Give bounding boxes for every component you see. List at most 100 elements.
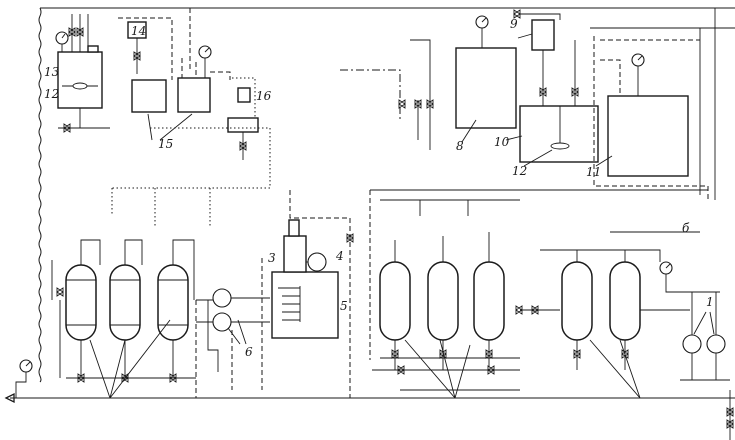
pump-return	[207, 300, 219, 372]
tank-10-overflow	[593, 36, 709, 200]
tank-8-feed	[410, 39, 431, 150]
outer-heating-pipe	[38, 7, 42, 383]
label-1: 1	[706, 295, 714, 309]
tank-5-vent	[289, 190, 351, 398]
dotted-return-line	[112, 127, 271, 189]
pump-1-piping	[680, 292, 730, 381]
left-column-bypass	[51, 260, 61, 378]
label-12-left: 12	[44, 87, 59, 101]
valve-icon	[76, 27, 84, 37]
label-4: 4	[335, 249, 344, 263]
filter-box-16	[237, 87, 251, 103]
pump-pipes	[196, 297, 270, 323]
valve-icon	[539, 87, 579, 97]
leader-1	[693, 311, 715, 335]
tank-15-inlets	[181, 58, 197, 78]
valve-icon	[397, 365, 495, 375]
mixing-tank-10	[519, 105, 599, 163]
storage-tank-11	[607, 95, 689, 177]
filter-housing	[227, 117, 259, 133]
label-15: 15	[158, 137, 173, 151]
small-tank-15b	[177, 77, 211, 113]
label-3: 3	[268, 251, 276, 265]
label-5: 5	[340, 299, 348, 313]
compressor-3	[283, 235, 307, 273]
leader-10	[505, 135, 523, 141]
box-14-line	[118, 17, 173, 80]
pipe-marker: б	[682, 221, 690, 235]
tank-8	[455, 47, 517, 129]
filter-column-bank-right	[379, 261, 641, 341]
right-top-manifold	[540, 249, 661, 262]
box-9-inlet	[520, 13, 561, 20]
valve-icon	[133, 51, 141, 61]
filter-column	[473, 261, 505, 341]
filter-column	[609, 261, 641, 341]
valve-icon	[56, 287, 64, 297]
dashdot-feed-8	[340, 69, 401, 120]
pump-dash-lines	[231, 258, 263, 390]
valve-icon	[515, 305, 539, 315]
leader-8	[461, 119, 477, 143]
tank-11-inlet	[600, 39, 700, 96]
leader-11	[595, 155, 613, 167]
leader-12	[523, 149, 553, 167]
column-top-pipes	[80, 239, 195, 300]
pump-icon	[706, 334, 726, 354]
label-9: 9	[510, 17, 518, 31]
filter-column	[427, 261, 459, 341]
right-column-bottoms	[394, 340, 626, 370]
valve-icon	[398, 99, 434, 109]
tank-5-scale	[278, 287, 300, 321]
label-10: 10	[494, 135, 510, 149]
leader-columns-right	[404, 339, 641, 399]
dosing-box-9	[531, 19, 555, 51]
filter-column	[157, 264, 189, 341]
leader-9	[517, 33, 533, 39]
pump-icon	[212, 288, 232, 308]
tank-13-hatch	[87, 45, 99, 53]
tank-5	[271, 271, 339, 339]
valve-icon	[726, 407, 734, 429]
label-13: 13	[44, 65, 60, 79]
pump-icon	[682, 334, 702, 354]
column-bottom-pipes	[80, 340, 174, 378]
label-14: 14	[131, 24, 146, 38]
compressor-3-head	[288, 219, 300, 237]
box-9-to-10	[542, 40, 576, 106]
valve-icon	[63, 123, 71, 133]
gauge-stem-bottom-left	[15, 372, 27, 398]
filter-column	[109, 264, 141, 341]
outlet-arrow	[4, 392, 15, 404]
small-tank-15a	[131, 79, 167, 113]
leader-6	[227, 319, 247, 345]
label-8: 8	[456, 139, 464, 153]
dotted-drops	[154, 188, 211, 226]
filter-column	[561, 261, 593, 341]
dosing-tank-13	[57, 51, 103, 109]
valve-icon	[68, 27, 76, 37]
label-12-right: 12	[512, 164, 527, 178]
right-bank-collectors	[380, 309, 690, 359]
mixer-impeller-12-right	[550, 142, 570, 150]
valve-icon	[513, 9, 521, 19]
leader-15	[147, 113, 193, 141]
filter-column-bank-left	[65, 264, 189, 341]
valve-icon	[391, 349, 629, 359]
tank-13-feed-lines	[71, 14, 89, 52]
mixer-impeller-12-left	[72, 82, 88, 90]
right-bottom-lines	[372, 369, 520, 391]
tank-15-overflow	[210, 71, 231, 80]
right-bank-top-header	[380, 199, 520, 216]
valve-icon	[346, 233, 354, 243]
valve-icon	[239, 141, 247, 151]
label-16: 16	[256, 89, 272, 103]
filter-column	[379, 261, 411, 341]
label-6: 6	[245, 345, 253, 359]
gauge-stem-right	[665, 274, 720, 293]
filter-column	[65, 264, 97, 341]
leader-columns-left	[89, 319, 171, 399]
motor-4-icon	[307, 252, 327, 272]
right-column-tops	[394, 232, 626, 262]
